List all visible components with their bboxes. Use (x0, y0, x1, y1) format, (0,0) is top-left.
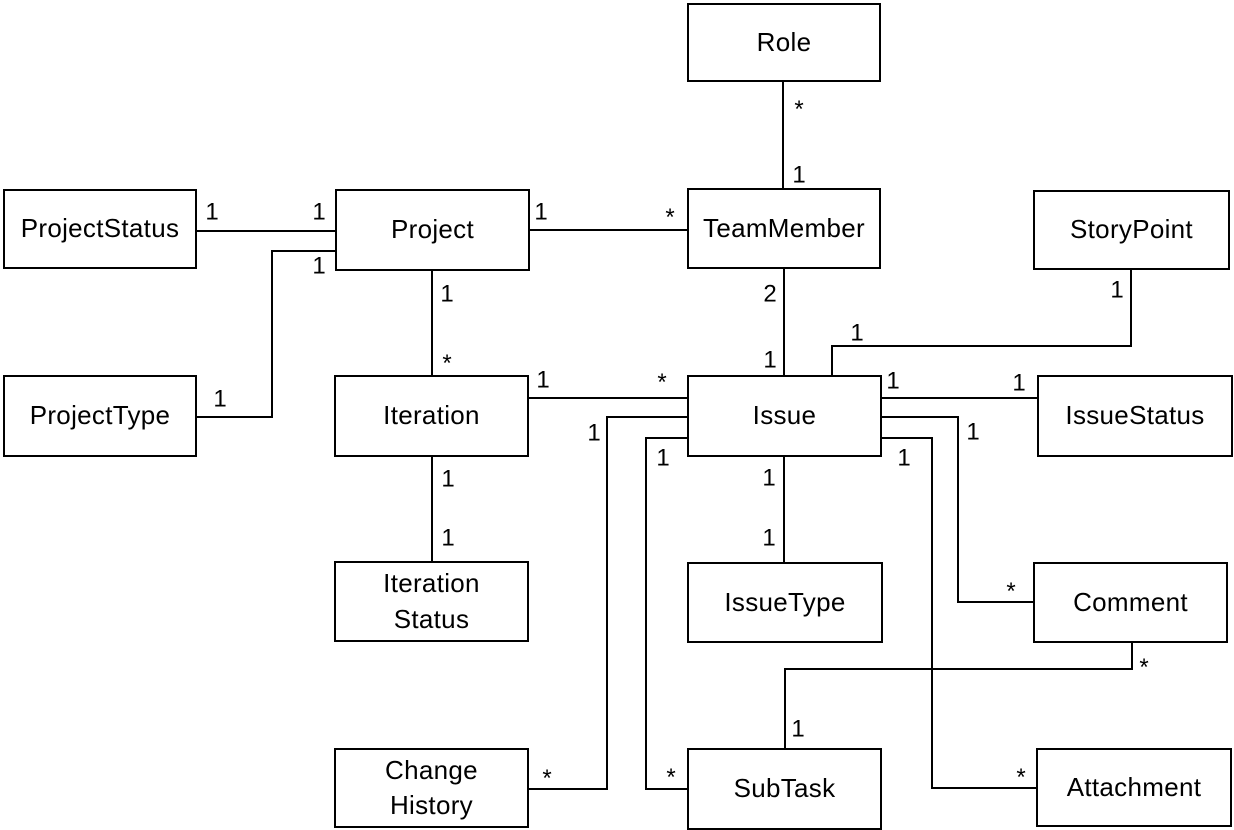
entity-project: Project (335, 189, 530, 271)
entity-iteration-status: Iteration Status (334, 561, 529, 642)
mult-role-teammember-target: 1 (792, 161, 806, 189)
entity-label-iteration-status: Iteration Status (383, 568, 480, 634)
entity-label-issue-status: IssueStatus (1065, 400, 1205, 431)
edge-issue-comment (882, 416, 1033, 603)
mult-project-teammember-source: 1 (534, 198, 548, 226)
entity-label-project-type: ProjectType (29, 400, 171, 431)
mult-teammember-issue-target: 1 (763, 346, 777, 374)
entity-label-change-history: Change History (385, 754, 478, 820)
edge-issue-attachment (882, 437, 1036, 789)
edge-issue-changehistory (529, 416, 687, 790)
mult-projecttype-project-source: 1 (213, 385, 227, 413)
mult-issue-changehistory-source: 1 (587, 419, 601, 447)
entity-label-team-member: TeamMember (703, 212, 865, 243)
entity-story-point: StoryPoint (1033, 190, 1230, 270)
mult-teammember-issue-source: 2 (763, 280, 777, 308)
entity-label-issue: Issue (752, 400, 817, 431)
mult-storypoint-issue-source: 1 (1110, 276, 1124, 304)
entity-label-attachment: Attachment (1066, 771, 1202, 802)
mult-role-teammember-source: * (794, 95, 804, 123)
edge-comment-subtask (784, 643, 1133, 748)
entity-label-comment: Comment (1073, 586, 1188, 617)
edge-storypoint-issue (831, 270, 1132, 375)
entity-label-project-status: ProjectStatus (20, 213, 180, 244)
mult-issue-comment-target: * (1006, 577, 1016, 605)
mult-iteration-iterationstatus-target: 1 (441, 524, 455, 552)
entity-label-issue-type: IssueType (724, 586, 846, 617)
mult-iteration-iterationstatus-source: 1 (441, 465, 455, 493)
mult-issue-issuestatus-source: 1 (886, 367, 900, 395)
mult-iteration-issue-target: * (657, 368, 667, 396)
entity-role: Role (687, 3, 881, 82)
entity-comment: Comment (1033, 562, 1228, 643)
mult-projecttype-project-target: 1 (312, 252, 326, 280)
edge-issue-subtask (645, 437, 687, 790)
mult-issue-comment-source: 1 (966, 418, 980, 446)
entity-label-iteration: Iteration (383, 400, 480, 431)
mult-issue-issuestatus-target: 1 (1012, 369, 1026, 397)
entity-label-sub-task: SubTask (733, 773, 836, 804)
entity-project-type: ProjectType (3, 375, 197, 457)
mult-iteration-issue-source: 1 (536, 366, 550, 394)
mult-issue-changehistory-target: * (542, 764, 552, 792)
mult-projectstatus-project-target: 1 (312, 198, 326, 226)
mult-comment-subtask-source: * (1139, 653, 1149, 681)
entity-label-role: Role (756, 26, 812, 57)
mult-storypoint-issue-target: 1 (850, 319, 864, 347)
entity-issue-status: IssueStatus (1037, 375, 1233, 457)
edge-projecttype-project (197, 250, 335, 418)
mult-issue-subtask-target: * (666, 763, 676, 791)
entity-change-history: Change History (334, 748, 529, 828)
mult-projectstatus-project-source: 1 (205, 198, 219, 226)
entity-issue-type: IssueType (687, 562, 883, 643)
mult-project-iteration-source: 1 (440, 280, 454, 308)
mult-issue-attachment-source: 1 (897, 444, 911, 472)
entity-iteration: Iteration (334, 375, 529, 457)
entity-issue: Issue (687, 375, 882, 457)
entity-sub-task: SubTask (687, 748, 882, 830)
mult-issue-subtask-source: 1 (656, 444, 670, 472)
entity-label-project: Project (390, 214, 475, 245)
mult-issue-issuetype-source: 1 (762, 464, 776, 492)
entity-project-status: ProjectStatus (3, 189, 197, 269)
mult-project-teammember-target: * (665, 203, 675, 231)
mult-issue-issuetype-target: 1 (762, 524, 776, 552)
entity-team-member: TeamMember (687, 188, 881, 269)
mult-project-iteration-target: * (442, 349, 452, 377)
entity-label-story-point: StoryPoint (1070, 214, 1193, 245)
mult-issue-attachment-target: * (1016, 763, 1026, 791)
mult-comment-subtask-target: 1 (791, 715, 805, 743)
entity-attachment: Attachment (1036, 748, 1232, 827)
